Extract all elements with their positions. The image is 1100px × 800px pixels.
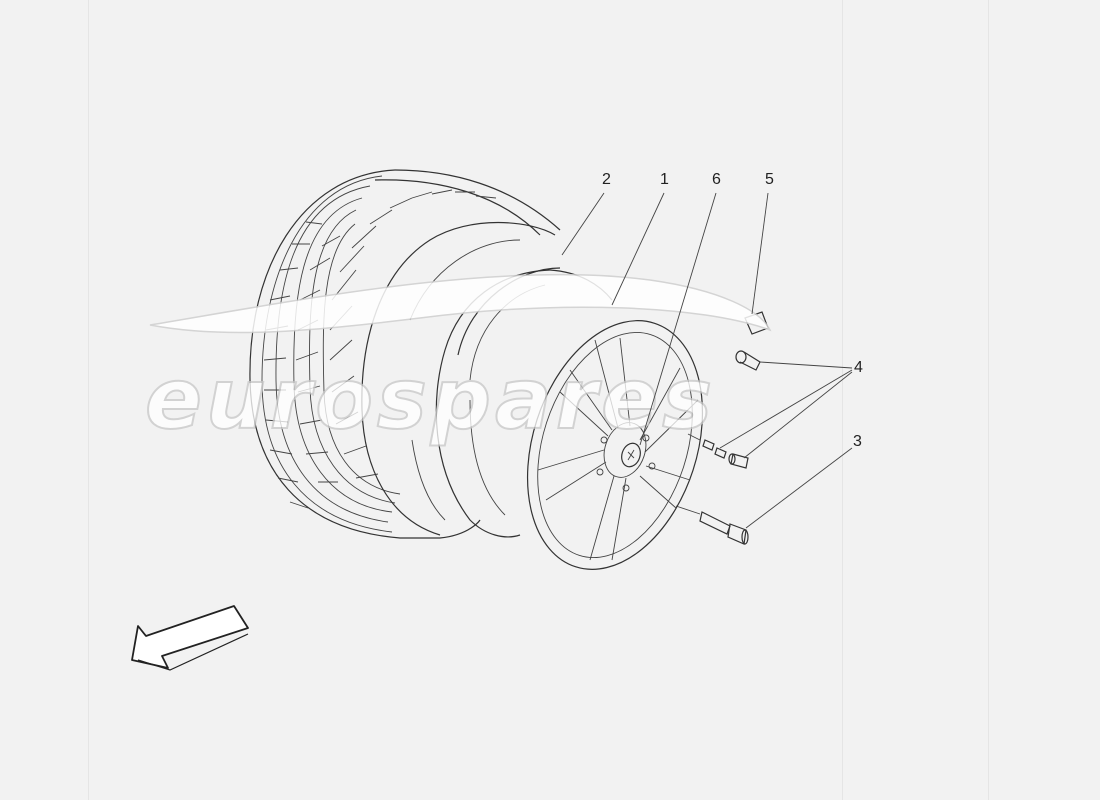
wheel-face-drawing[interactable] [497,298,732,592]
callout-labels: 2 1 6 5 4 3 [602,171,863,450]
valve-parts-drawing[interactable] [687,350,761,469]
callout-3[interactable]: 3 [853,433,862,450]
leader-lines [561,192,853,529]
wheel-bolt-drawing[interactable] [675,505,749,545]
callout-6[interactable]: 6 [712,171,721,188]
front-direction-arrow-icon [131,605,249,671]
callout-5[interactable]: 5 [765,171,774,188]
callout-4[interactable]: 4 [854,359,863,376]
centre-cap-drawing[interactable] [619,441,644,469]
scan-fold-line [88,0,89,800]
watermark: eurospares [144,273,772,449]
scan-fold-line [988,0,989,800]
watermark-text: eurospares [145,350,716,448]
callout-2[interactable]: 2 [602,171,611,188]
scan-fold-line [842,0,843,800]
callout-1[interactable]: 1 [660,171,669,188]
tyre-drawing[interactable] [249,169,561,539]
